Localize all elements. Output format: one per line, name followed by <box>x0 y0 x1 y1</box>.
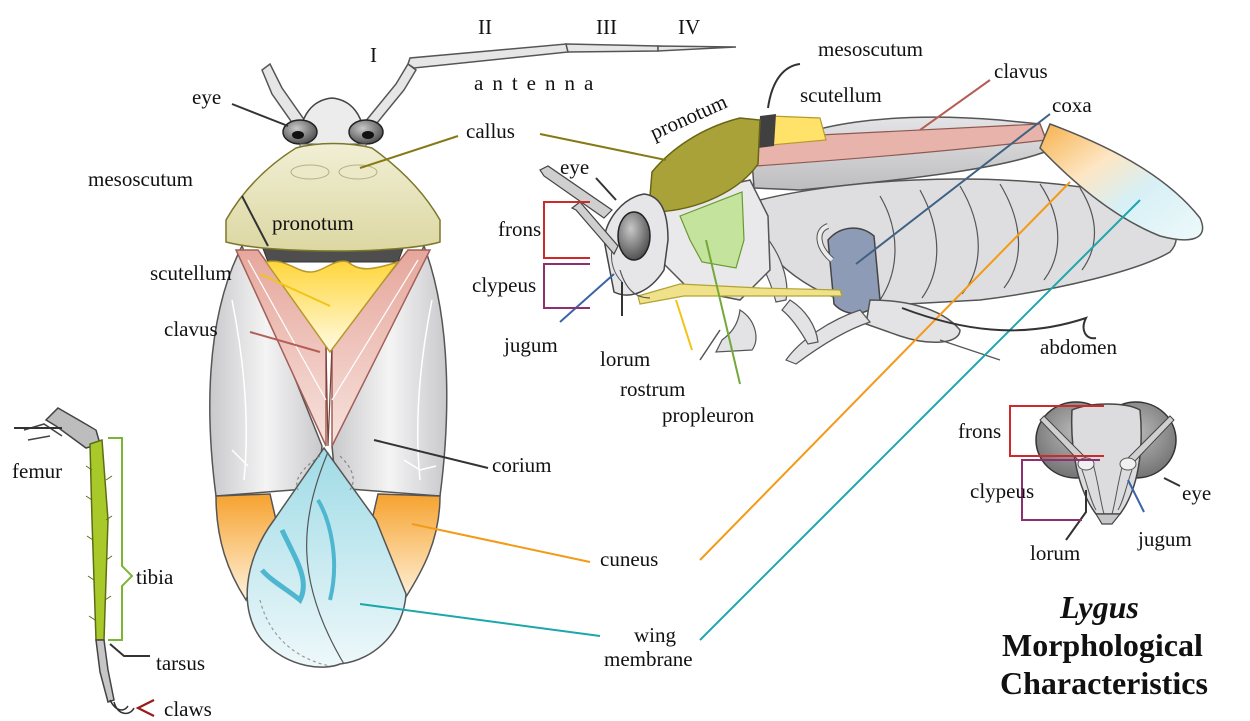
right-antenna-segment-III <box>566 44 658 52</box>
label-coxa: coxa <box>1052 93 1092 117</box>
label-eye-side: eye <box>560 155 589 179</box>
label-clavus-dorsal: clavus <box>164 317 218 341</box>
label-jugum-face: jugum <box>1137 527 1192 551</box>
title-genus: Lygus <box>1059 589 1139 625</box>
claws-shape <box>110 700 134 713</box>
label-antenna-I: I <box>370 43 377 67</box>
label-antenna-II: II <box>478 15 492 39</box>
labels: I II III IV antenna eye mesoscutum prono… <box>12 15 1211 721</box>
label-mesoscutum-dorsal: mesoscutum <box>88 167 193 191</box>
right-antenna-segment-II <box>408 44 568 68</box>
side-eye <box>618 212 650 260</box>
label-antenna: antenna <box>474 71 602 95</box>
label-tarsus: tarsus <box>156 651 205 675</box>
side-mesoscutum <box>758 114 776 148</box>
tarsus-shape <box>96 640 114 702</box>
label-frons-side: frons <box>498 217 541 241</box>
label-callus: callus <box>466 119 515 143</box>
left-callus <box>291 165 329 179</box>
label-tibia: tibia <box>136 565 174 589</box>
right-callus <box>339 165 377 179</box>
label-clypeus-face: clypeus <box>970 479 1034 503</box>
label-clavus-side: clavus <box>994 59 1048 83</box>
label-antenna-III: III <box>596 15 617 39</box>
label-corium: corium <box>492 453 551 477</box>
right-antenna-segment-IV <box>658 46 736 51</box>
claws-marker <box>138 700 154 716</box>
title-line-2: Morphological <box>1002 627 1203 663</box>
label-clypeus-side: clypeus <box>472 273 536 297</box>
title-line-3: Characteristics <box>1000 665 1208 701</box>
label-membrane: membrane <box>604 647 693 671</box>
label-mesoscutum-side: mesoscutum <box>818 37 923 61</box>
label-lorum-side: lorum <box>600 347 650 371</box>
label-claws: claws <box>164 697 212 721</box>
label-eye-dorsal: eye <box>192 85 221 109</box>
label-scutellum-side: scutellum <box>800 83 882 107</box>
hind-leg <box>24 408 134 713</box>
label-antenna-IV: IV <box>678 15 700 39</box>
label-rostrum: rostrum <box>620 377 685 401</box>
label-eye-face: eye <box>1182 481 1211 505</box>
label-frons-face: frons <box>958 419 1001 443</box>
lateral-view <box>540 114 1203 364</box>
label-abdomen: abdomen <box>1040 335 1117 359</box>
label-pronotum-dorsal: pronotum <box>272 211 354 235</box>
face-view <box>1036 402 1176 524</box>
label-propleuron: propleuron <box>662 403 755 427</box>
label-wing: wing <box>634 623 677 647</box>
label-scutellum-dorsal: scutellum <box>150 261 232 285</box>
label-cuneus: cuneus <box>600 547 658 571</box>
label-lorum-face: lorum <box>1030 541 1080 565</box>
label-jugum-side: jugum <box>503 333 558 357</box>
label-femur: femur <box>12 459 62 483</box>
